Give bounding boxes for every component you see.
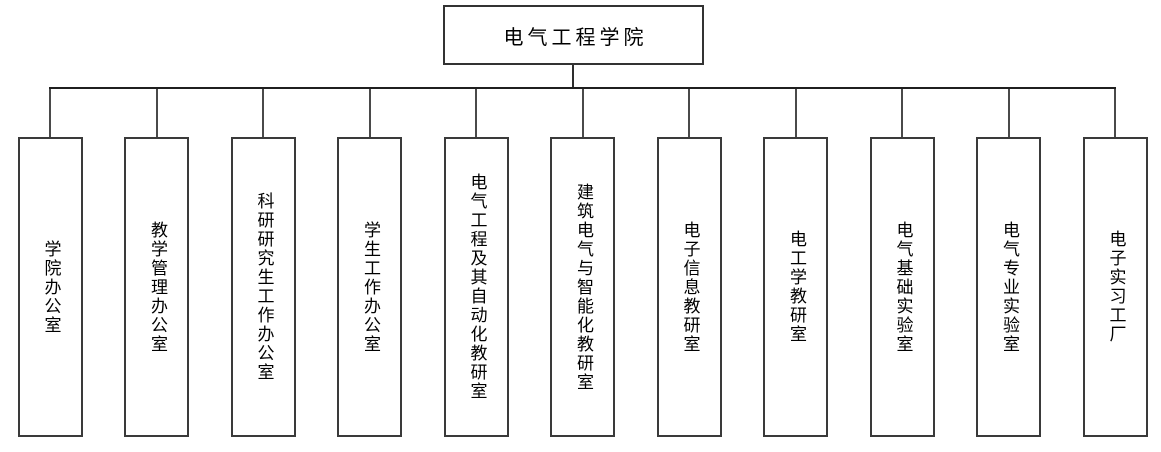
department-label: 建筑电气与智能化教研室	[573, 182, 593, 392]
department-box-electrical-specialty-lab: 电气专业实验室	[976, 137, 1041, 437]
department-box-electronic-information-teaching-office: 电子信息教研室	[656, 137, 722, 437]
connector-drop-8	[794, 89, 797, 137]
connector-horizontal-rail	[49, 87, 1116, 89]
department-box-student-affairs-office: 学生工作办公室	[337, 137, 402, 437]
connector-drop-7	[688, 89, 690, 137]
department-label: 电工学教研室	[786, 230, 806, 344]
root-node-label: 电气工程学院	[503, 24, 648, 49]
connector-drop-2	[155, 89, 158, 137]
department-label: 电气工程及其自动化教研室	[466, 173, 487, 401]
department-label: 电子实习工厂	[1105, 230, 1126, 344]
department-box-teaching-management-office: 教学管理办公室	[124, 137, 189, 437]
department-label: 电气专业实验室	[999, 220, 1019, 354]
department-box-ee-automation-teaching-office: 电气工程及其自动化教研室	[443, 137, 509, 437]
connector-drop-5	[475, 89, 477, 137]
department-box-electrical-basics-lab: 电气基础实验室	[869, 137, 935, 437]
department-box-research-graduate-office: 科研研究生工作办公室	[230, 137, 296, 437]
department-box-college-office: 学院办公室	[17, 137, 83, 437]
department-box-building-electrical-intelligent-teaching-office: 建筑电气与智能化教研室	[550, 137, 615, 437]
connector-root-stub	[572, 65, 574, 88]
connector-drop-1	[49, 89, 51, 137]
department-label: 科研研究生工作办公室	[253, 192, 274, 382]
root-node-box: 电气工程学院	[443, 5, 704, 65]
department-label: 学生工作办公室	[360, 220, 380, 354]
connector-drop-4	[368, 89, 371, 137]
connector-drop-3	[262, 89, 264, 137]
department-label: 学院办公室	[40, 239, 61, 335]
department-label: 电子信息教研室	[679, 220, 700, 354]
department-label: 教学管理办公室	[147, 220, 167, 354]
connector-drop-10	[1007, 89, 1010, 137]
department-box-electronic-practice-factory: 电子实习工厂	[1082, 137, 1148, 437]
connector-drop-6	[581, 89, 584, 137]
connector-drop-11	[1114, 89, 1116, 137]
department-box-electrotechnics-teaching-office: 电工学教研室	[763, 137, 828, 437]
connector-drop-9	[901, 89, 903, 137]
department-label: 电气基础实验室	[892, 220, 913, 354]
